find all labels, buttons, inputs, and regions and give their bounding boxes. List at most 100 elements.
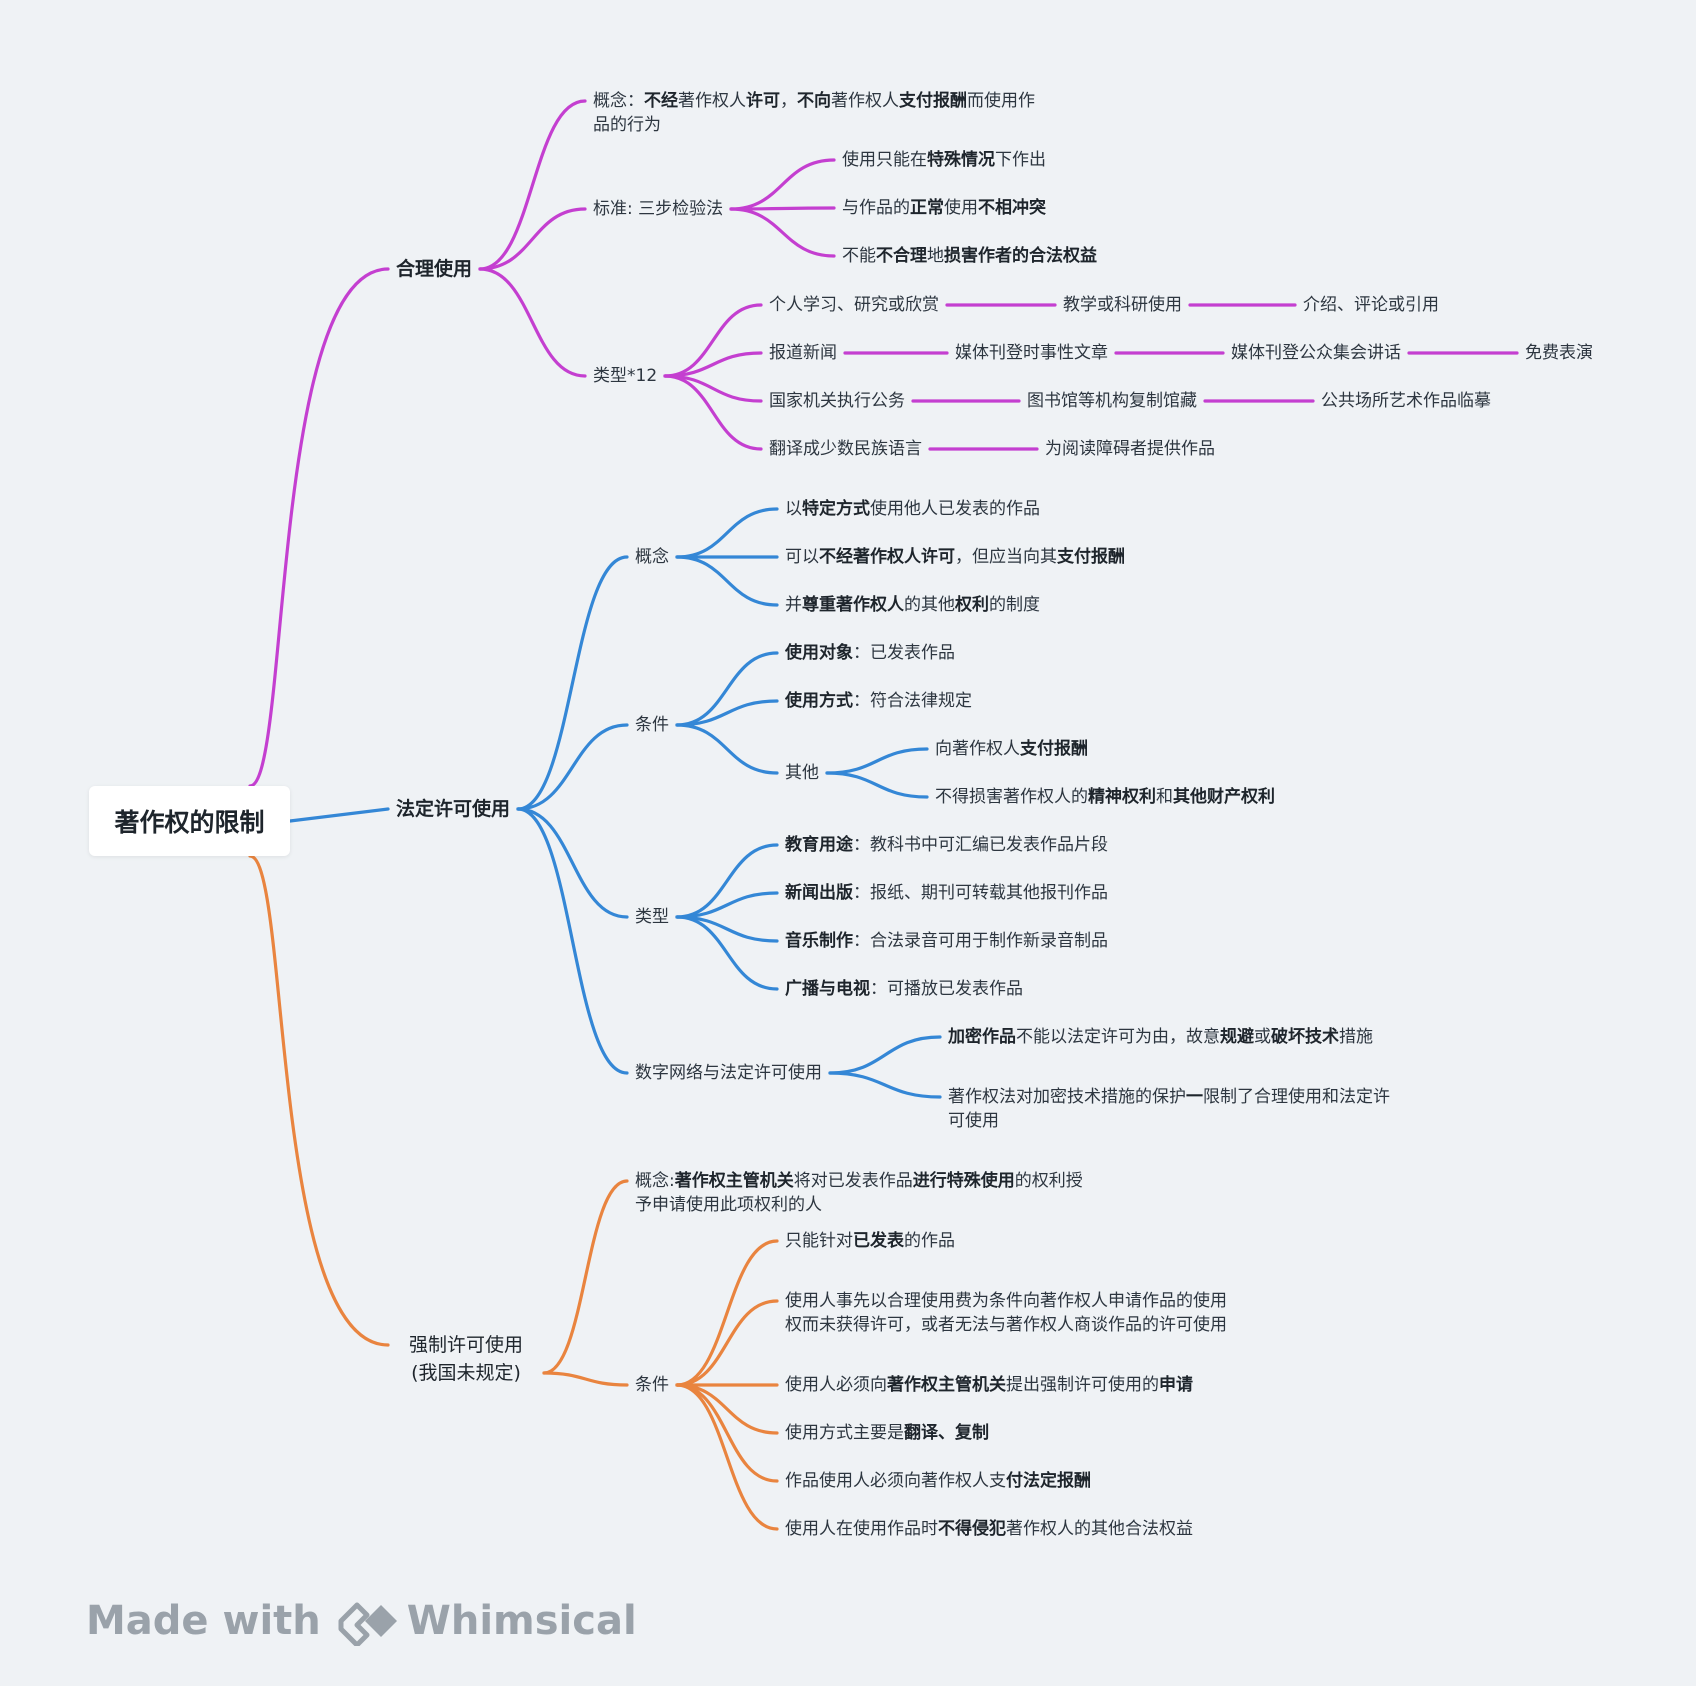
- edge-n2b3b: [825, 771, 929, 799]
- edge-n2a3: [675, 555, 779, 607]
- text: 与作品的: [842, 198, 910, 218]
- node-n2b3[interactable]: 其他: [785, 761, 819, 785]
- node-n3b5[interactable]: 作品使用人必须向著作权人支付法定报酬: [785, 1469, 1091, 1493]
- edge-n2b3a: [825, 747, 929, 775]
- bold-text: 一: [1186, 1087, 1203, 1107]
- node-n2[interactable]: 法定许可使用: [396, 797, 510, 821]
- node-t5[interactable]: 媒体刊登时事性文章: [955, 341, 1108, 365]
- node-n2a3[interactable]: 并尊重著作权人的其他权利的制度: [785, 593, 1040, 617]
- node-n2b2[interactable]: 使用方式：符合法律规定: [785, 689, 972, 713]
- node-n2c[interactable]: 类型: [635, 905, 669, 929]
- edge-n2b2: [675, 699, 779, 727]
- node-n1b2[interactable]: 与作品的正常使用不相冲突: [842, 196, 1046, 220]
- bold-text: 著作权主管机关: [674, 1171, 794, 1191]
- text: 不能: [842, 246, 876, 266]
- node-n1c[interactable]: 类型*12: [593, 364, 657, 388]
- bold-text: 不向: [797, 91, 831, 111]
- text: ，: [780, 91, 797, 111]
- node-n1b1[interactable]: 使用只能在特殊情况下作出: [842, 148, 1046, 172]
- node-t11[interactable]: 翻译成少数民族语言: [769, 437, 922, 461]
- bold-text: 不得侵犯: [938, 1519, 1006, 1539]
- edge-n2d1: [828, 1035, 942, 1075]
- edge-n1b: [478, 207, 587, 271]
- node-t9[interactable]: 图书馆等机构复制馆藏: [1027, 389, 1197, 413]
- node-t2[interactable]: 教学或科研使用: [1063, 293, 1182, 317]
- text: 报道新闻: [769, 343, 837, 363]
- bold-text: 不经: [644, 91, 678, 111]
- node-t6[interactable]: 媒体刊登公众集会讲话: [1231, 341, 1401, 365]
- node-n2c4[interactable]: 广播与电视：可播放已发表作品: [785, 977, 1023, 1001]
- bold-text: 特定方式: [802, 499, 870, 519]
- bold-text: 进行特殊使用: [912, 1171, 1015, 1191]
- bold-text: 法定许可使用: [396, 798, 511, 820]
- node-n2d2[interactable]: 著作权法对加密技术措施的保护一限制了合理使用和法定许可使用: [948, 1085, 1403, 1133]
- bold-text: 支付报酬: [1057, 547, 1125, 567]
- bold-text: 规避: [1220, 1027, 1254, 1047]
- node-n3b[interactable]: 条件: [635, 1373, 669, 1397]
- node-n1[interactable]: 合理使用: [396, 257, 472, 281]
- text: 条件: [635, 715, 669, 735]
- text: 标准: 三步检验法: [593, 199, 724, 219]
- node-t4[interactable]: 报道新闻: [769, 341, 837, 365]
- node-n2b1[interactable]: 使用对象：已发表作品: [785, 641, 955, 665]
- node-t1[interactable]: 个人学习、研究或欣赏: [769, 293, 939, 317]
- edge-n3b2: [675, 1299, 779, 1387]
- edge-n2b1: [675, 651, 779, 727]
- text: 的制度: [989, 595, 1040, 615]
- node-n2b3a[interactable]: 向著作权人支付报酬: [935, 737, 1088, 761]
- node-n2a[interactable]: 概念: [635, 545, 669, 569]
- bold-text: 不相冲突: [978, 198, 1046, 218]
- text: 数字网络与法定许可使用: [635, 1063, 822, 1083]
- node-n3b4[interactable]: 使用方式主要是翻译、复制: [785, 1421, 989, 1445]
- node-n2c2[interactable]: 新闻出版：报纸、期刊可转载其他报刊作品: [785, 881, 1108, 905]
- node-n3b3[interactable]: 使用人必须向著作权主管机关提出强制许可使用的申请: [785, 1373, 1193, 1397]
- edge-n3a: [542, 1179, 629, 1375]
- text: 以: [785, 499, 802, 519]
- node-n1b3[interactable]: 不能不合理地损害作者的合法权益: [842, 244, 1097, 268]
- bold-text: 广播与电视: [785, 979, 870, 999]
- node-n2c1[interactable]: 教育用途：教科书中可汇编已发表作品片段: [785, 833, 1108, 857]
- bold-text: 支付报酬: [899, 91, 967, 111]
- text: 向著作权人: [935, 739, 1020, 759]
- text: ：符合法律规定: [853, 691, 972, 711]
- node-t12[interactable]: 为阅读障碍者提供作品: [1045, 437, 1215, 461]
- node-n3a[interactable]: 概念:著作权主管机关将对已发表作品进行特殊使用的权利授予申请使用此项权利的人: [635, 1169, 1090, 1217]
- bold-text: 使用方式: [785, 691, 853, 711]
- node-n1a[interactable]: 概念：不经著作权人许可，不向著作权人支付报酬而使用作品的行为: [593, 89, 1048, 137]
- text: 媒体刊登时事性文章: [955, 343, 1108, 363]
- bold-text: 正常: [910, 198, 944, 218]
- node-n2b3b[interactable]: 不得损害著作权人的精神权利和其他财产权利: [935, 785, 1275, 809]
- root-label: 著作权的限制: [114, 808, 265, 837]
- node-n3[interactable]: 强制许可使用 (我国未规定): [396, 1331, 536, 1387]
- node-n3b2[interactable]: 使用人事先以合理使用费为条件向著作权人申请作品的使用权而未获得许可，或者无法与著…: [785, 1289, 1240, 1337]
- text: 免费表演: [1525, 343, 1593, 363]
- node-n2a2[interactable]: 可以不经著作权人许可，但应当向其支付报酬: [785, 545, 1125, 569]
- node-n2c3[interactable]: 音乐制作：合法录音可用于制作新录音制品: [785, 929, 1108, 953]
- node-t8[interactable]: 国家机关执行公务: [769, 389, 905, 413]
- bold-text: 损害作者的合法权益: [944, 246, 1097, 266]
- node-n3b1[interactable]: 只能针对已发表的作品: [785, 1229, 955, 1253]
- node-n2b[interactable]: 条件: [635, 713, 669, 737]
- node-n3b6[interactable]: 使用人在使用作品时不得侵犯著作权人的其他合法权益: [785, 1517, 1193, 1541]
- node-n2d1[interactable]: 加密作品不能以法定许可为由，故意规避或破坏技术措施: [948, 1025, 1373, 1049]
- made-with-text: Made with: [86, 1598, 321, 1644]
- node-n2a1[interactable]: 以特定方式使用他人已发表的作品: [785, 497, 1040, 521]
- edge-n1b1: [729, 158, 836, 211]
- bold-text: 付法定报酬: [1006, 1471, 1091, 1491]
- node-n2d[interactable]: 数字网络与法定许可使用: [635, 1061, 822, 1085]
- node-t7[interactable]: 免费表演: [1525, 341, 1593, 365]
- node-t3[interactable]: 介绍、评论或引用: [1303, 293, 1439, 317]
- text: 概念:: [635, 1171, 675, 1191]
- node-n1b[interactable]: 标准: 三步检验法: [593, 197, 723, 221]
- text: 概念: [635, 547, 669, 567]
- text: 其他: [785, 763, 819, 783]
- root-node[interactable]: 著作权的限制: [89, 786, 290, 856]
- text: ，但应当向其: [955, 547, 1057, 567]
- bold-text: 特殊情况: [927, 150, 995, 170]
- text: 并: [785, 595, 802, 615]
- text: 公共场所艺术作品临摹: [1321, 391, 1491, 411]
- node-t10[interactable]: 公共场所艺术作品临摹: [1321, 389, 1491, 413]
- text: 概念：: [593, 91, 644, 111]
- bold-text: 精神权利: [1088, 787, 1156, 807]
- text: 作品使用人必须向著作权人支: [785, 1471, 1006, 1491]
